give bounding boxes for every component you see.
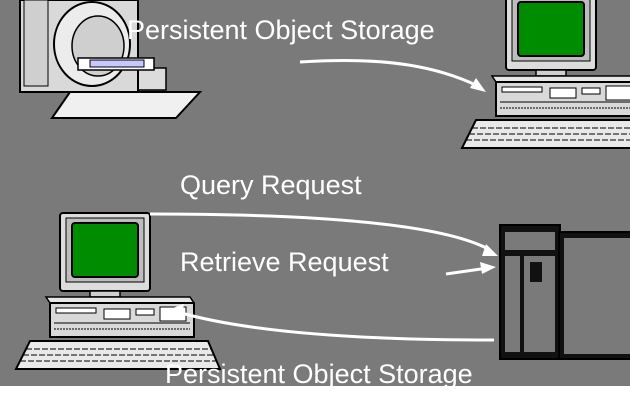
retrieve-request-label: Retrieve Request	[180, 247, 389, 277]
workstation-icon	[461, 0, 630, 149]
server-cabinet-icon	[499, 224, 630, 360]
query-request-label: Query Request	[180, 170, 362, 200]
arrow-icon	[170, 78, 498, 316]
arrow-icon	[149, 58, 495, 342]
ct-scanner-icon	[19, 0, 203, 119]
persistent-object-storage-label-bottom: Persistent Object Storage	[165, 359, 473, 389]
workstation-icon	[15, 212, 221, 370]
persistent-object-storage-label-top: Persistent Object Storage	[127, 15, 435, 45]
